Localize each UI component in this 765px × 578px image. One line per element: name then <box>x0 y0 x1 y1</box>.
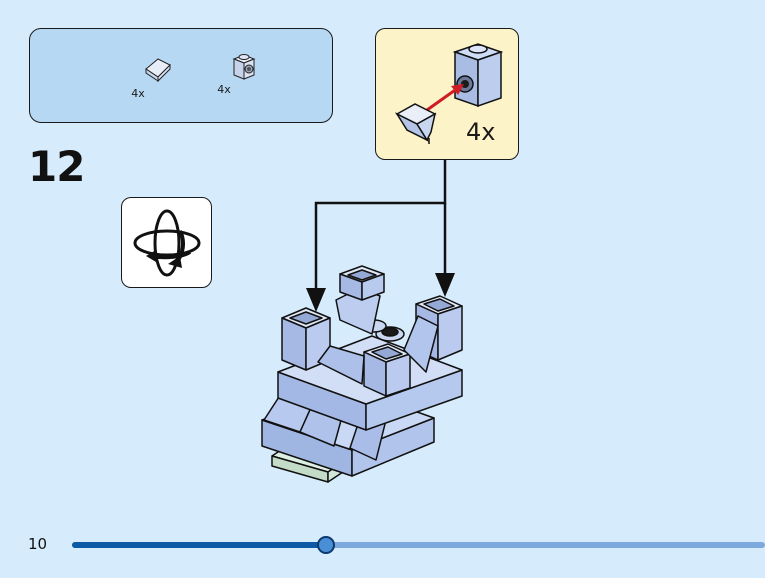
parts-list-box: 4x 4x <box>29 28 333 123</box>
down-arrow-left-icon <box>306 288 326 312</box>
rotate-model-box <box>121 197 212 288</box>
down-arrow-right-icon <box>435 273 455 297</box>
page-number: 10 <box>28 535 48 553</box>
part-quantity: 4x <box>217 83 231 96</box>
callout-assembly-illustration <box>394 43 504 144</box>
callout-quantity: 4x <box>466 118 496 146</box>
side-stud-brick-icon <box>232 54 256 80</box>
red-attach-arrow-icon <box>426 86 459 112</box>
part-quantity: 4x <box>131 87 145 100</box>
progress-bar <box>72 536 765 554</box>
progress-fill <box>72 542 326 548</box>
slope-brick-icon <box>145 58 171 83</box>
step-number: 12 <box>28 142 85 191</box>
progress-knob <box>316 536 335 554</box>
rotate-model-icon <box>133 209 201 277</box>
